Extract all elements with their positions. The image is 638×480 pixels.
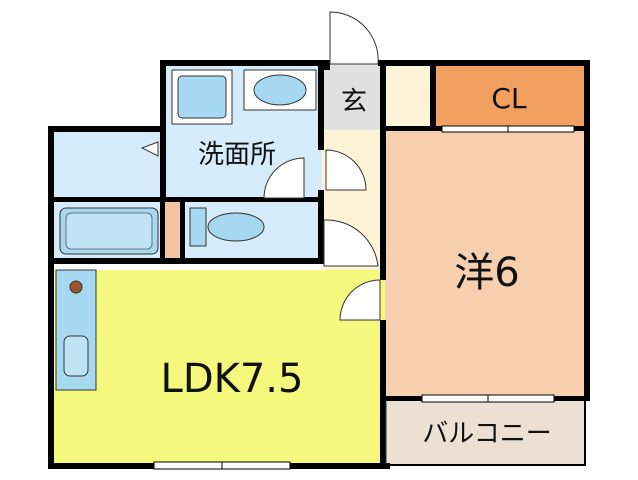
ldk-area (52, 270, 385, 465)
closet-label: CL (491, 82, 527, 115)
ldk-label: LDK7.5 (161, 356, 304, 402)
entrance-door (329, 11, 379, 65)
entrance-area (322, 64, 385, 130)
doors (263, 11, 387, 464)
washing-machine-drum (177, 75, 227, 119)
wash-basin-bowl (253, 74, 307, 106)
balcony-label: バルコニー (422, 419, 551, 449)
toilet-door (263, 157, 305, 199)
western-room-label: 洋6 (454, 250, 519, 296)
entrance-label: 玄 (341, 87, 367, 117)
balcony-area (385, 398, 584, 465)
stove-burner (69, 280, 83, 294)
hallway-door (323, 219, 379, 267)
bathtub-inner (65, 212, 153, 250)
washroom-label: 洗面所 (198, 140, 276, 170)
western-door (339, 279, 381, 321)
toilet-partition (164, 200, 183, 260)
washroom-door (325, 149, 367, 191)
toilet-bowl (207, 212, 265, 242)
windows (153, 125, 575, 470)
toilet-tank (189, 207, 207, 247)
kitchen-sink (63, 335, 89, 377)
western-room-area (385, 130, 584, 398)
hallway-area-upper (385, 64, 434, 130)
shower-icon (140, 141, 159, 157)
closet-area (434, 64, 584, 130)
